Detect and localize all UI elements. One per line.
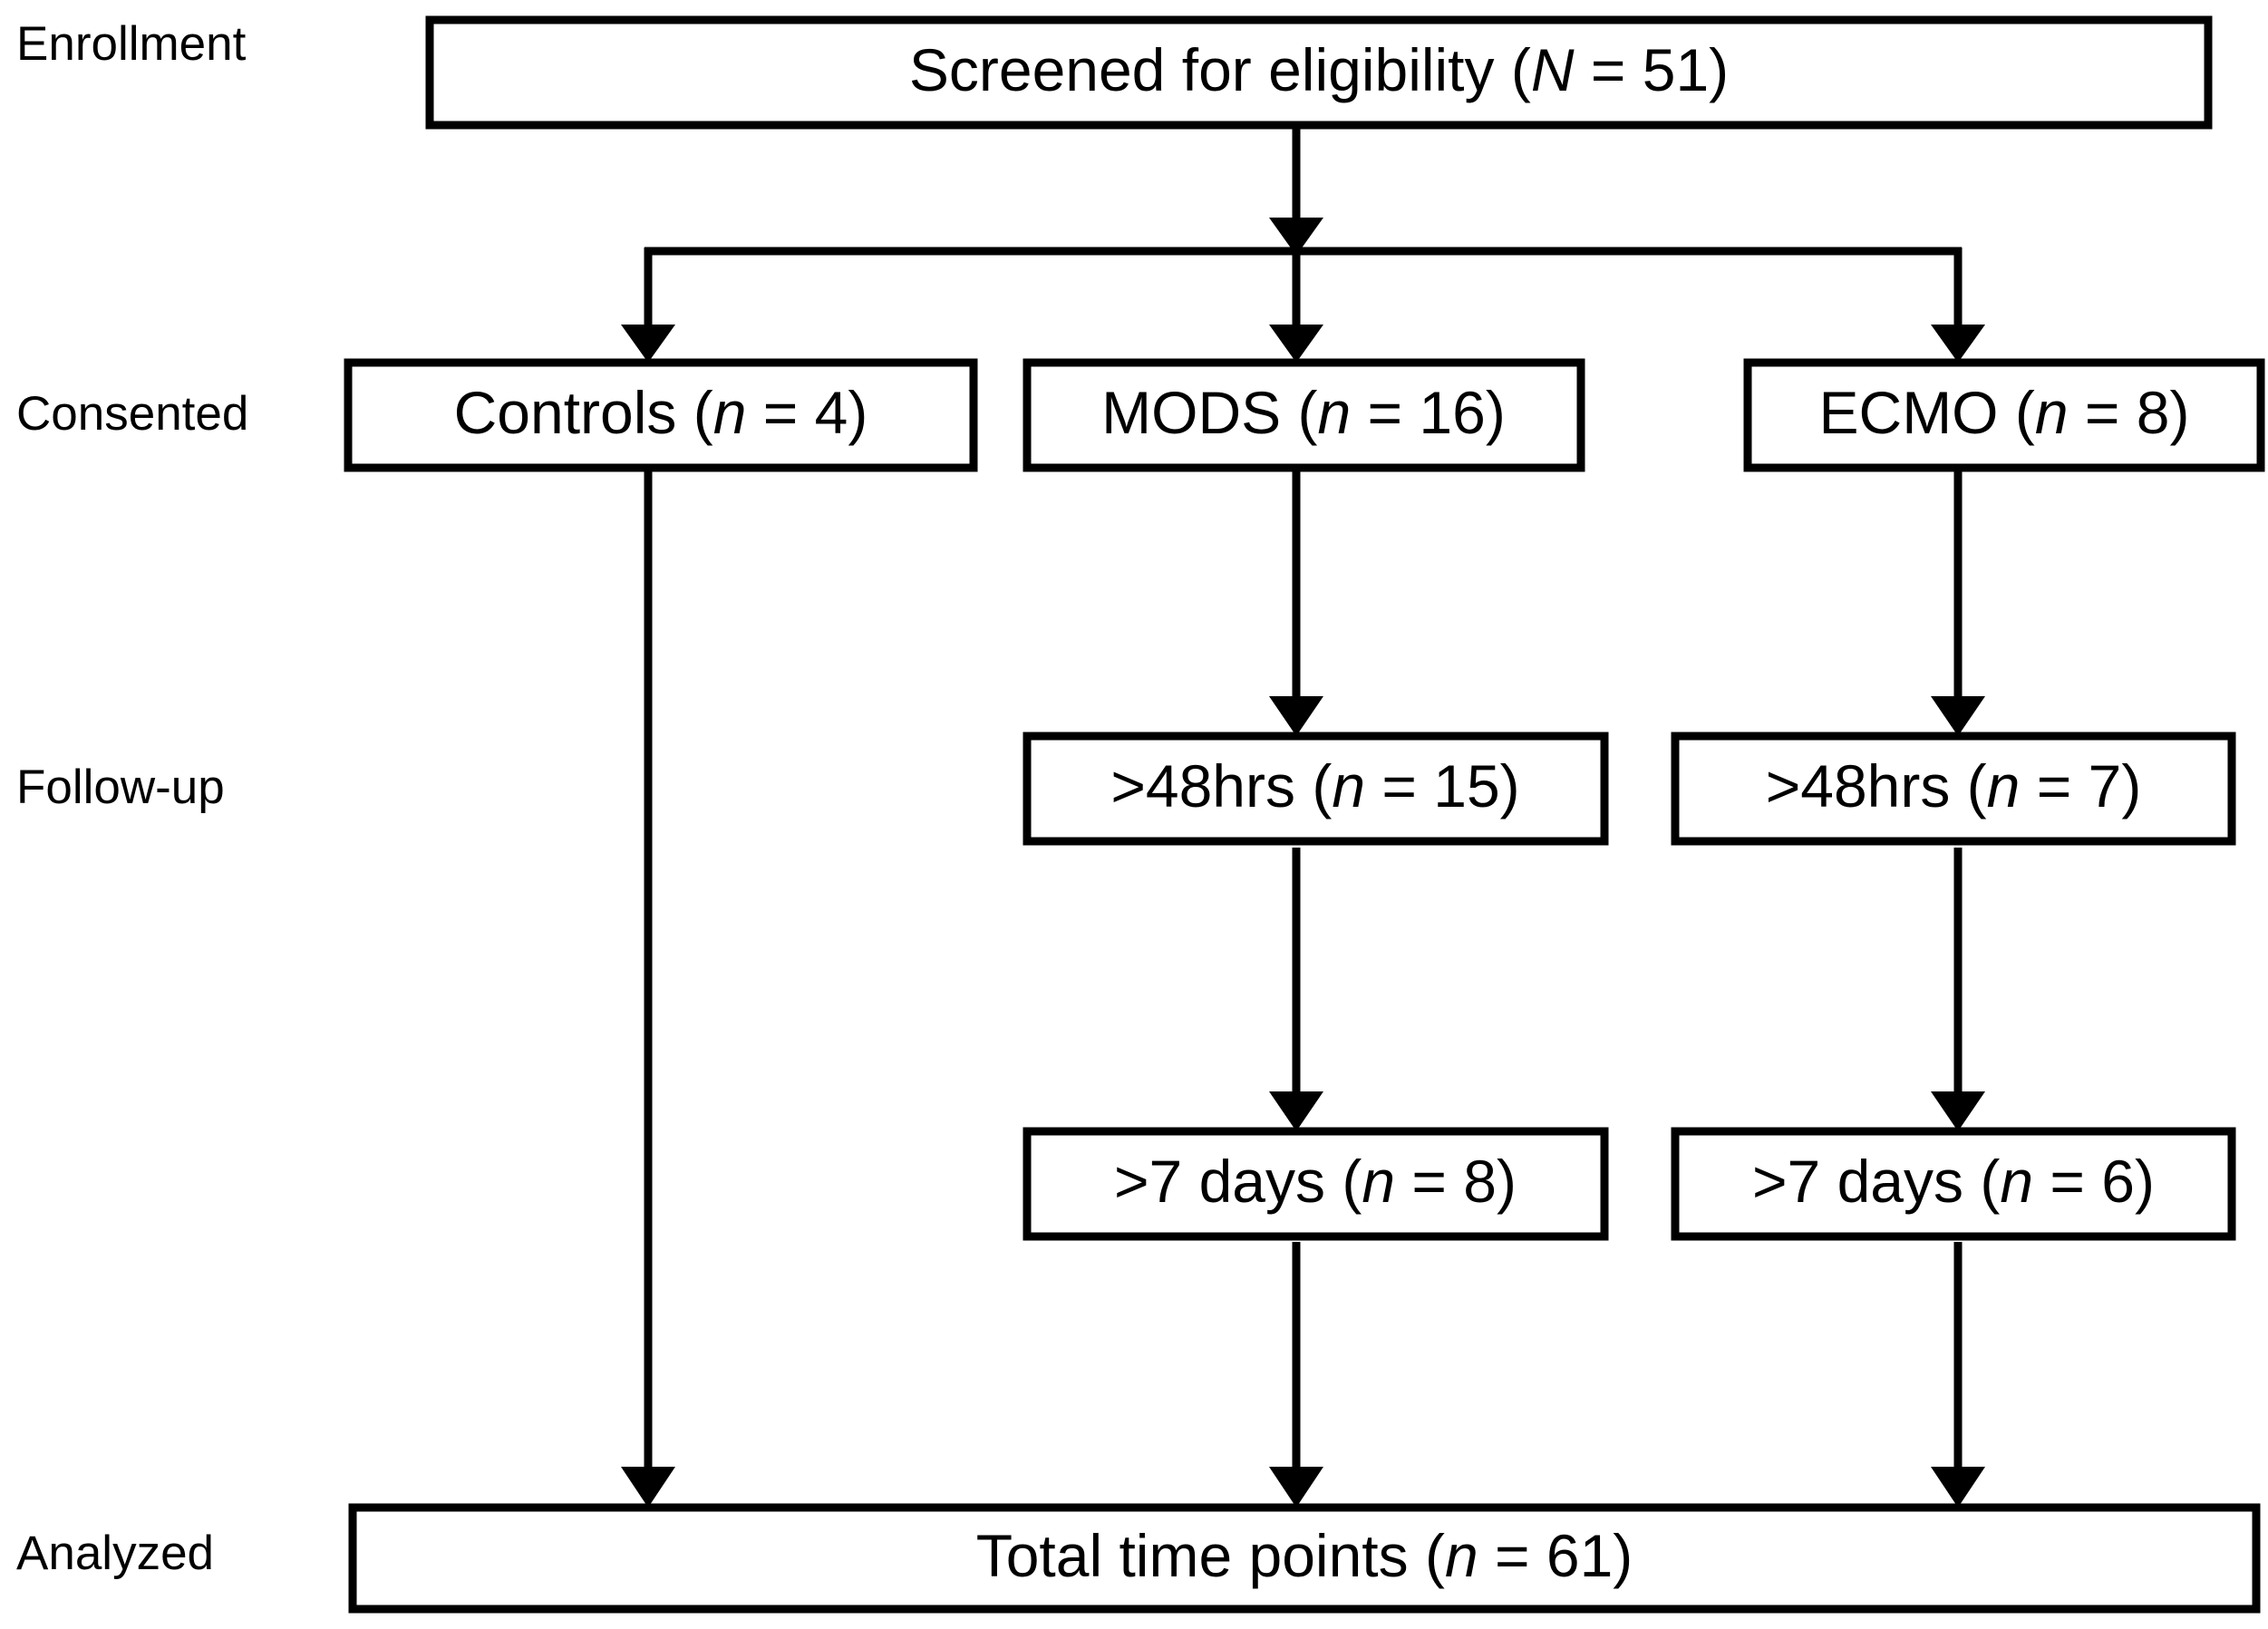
edge-branch-to-mods: [1269, 247, 1323, 363]
box-controls[interactable]: Controls (n = 4): [344, 358, 978, 472]
edge-mods-7days-to-total: [1269, 1242, 1323, 1508]
edge-ecmo-7days-to-total: [1931, 1242, 1985, 1508]
box-mods-7days[interactable]: >7 days (n = 8): [1023, 1127, 1609, 1241]
box-total-label: Total time points (n = 61): [976, 1522, 1633, 1589]
box-ecmo-48hrs-label: >48hrs (n = 7): [1766, 752, 2142, 819]
edge-mods-to-mods-48hrs: [1269, 467, 1323, 736]
edge-branch-to-controls: [621, 247, 675, 363]
box-ecmo[interactable]: ECMO (n = 8): [1743, 358, 2265, 472]
edge-mods-48hrs-to-mods-7days: [1269, 848, 1323, 1131]
box-ecmo-label: ECMO (n = 8): [1819, 379, 2190, 446]
box-ecmo-7days[interactable]: >7 days (n = 6): [1671, 1127, 2236, 1241]
box-mods-label: MODS (n = 16): [1101, 379, 1506, 446]
stage-label-consented: Consented: [16, 387, 248, 441]
edge-branch-to-ecmo: [1931, 247, 1985, 363]
edge-controls-to-total: [621, 467, 675, 1508]
box-mods-7days-label: >7 days (n = 8): [1114, 1148, 1517, 1215]
box-controls-label: Controls (n = 4): [454, 379, 868, 446]
edge-ecmo-to-ecmo-48hrs: [1931, 467, 1985, 736]
box-total[interactable]: Total time points (n = 61): [348, 1503, 2261, 1614]
edge-ecmo-48hrs-to-ecmo-7days: [1931, 848, 1985, 1131]
box-mods-48hrs-label: >48hrs (n = 15): [1110, 752, 1519, 819]
box-ecmo-7days-label: >7 days (n = 6): [1752, 1148, 2155, 1215]
stage-label-followup: Follow-up: [16, 761, 225, 814]
box-mods[interactable]: MODS (n = 16): [1023, 358, 1585, 472]
stage-label-enrollment: Enrollment: [16, 17, 247, 71]
box-screened-label: Screened for eligibility (N = 51): [909, 36, 1729, 103]
box-mods-48hrs[interactable]: >48hrs (n = 15): [1023, 732, 1609, 846]
box-screened[interactable]: Screened for eligibility (N = 51): [425, 15, 2213, 130]
box-ecmo-48hrs[interactable]: >48hrs (n = 7): [1671, 732, 2236, 846]
stage-label-analyzed: Analyzed: [16, 1527, 214, 1580]
edge-screened-to-branch: [1269, 127, 1323, 256]
